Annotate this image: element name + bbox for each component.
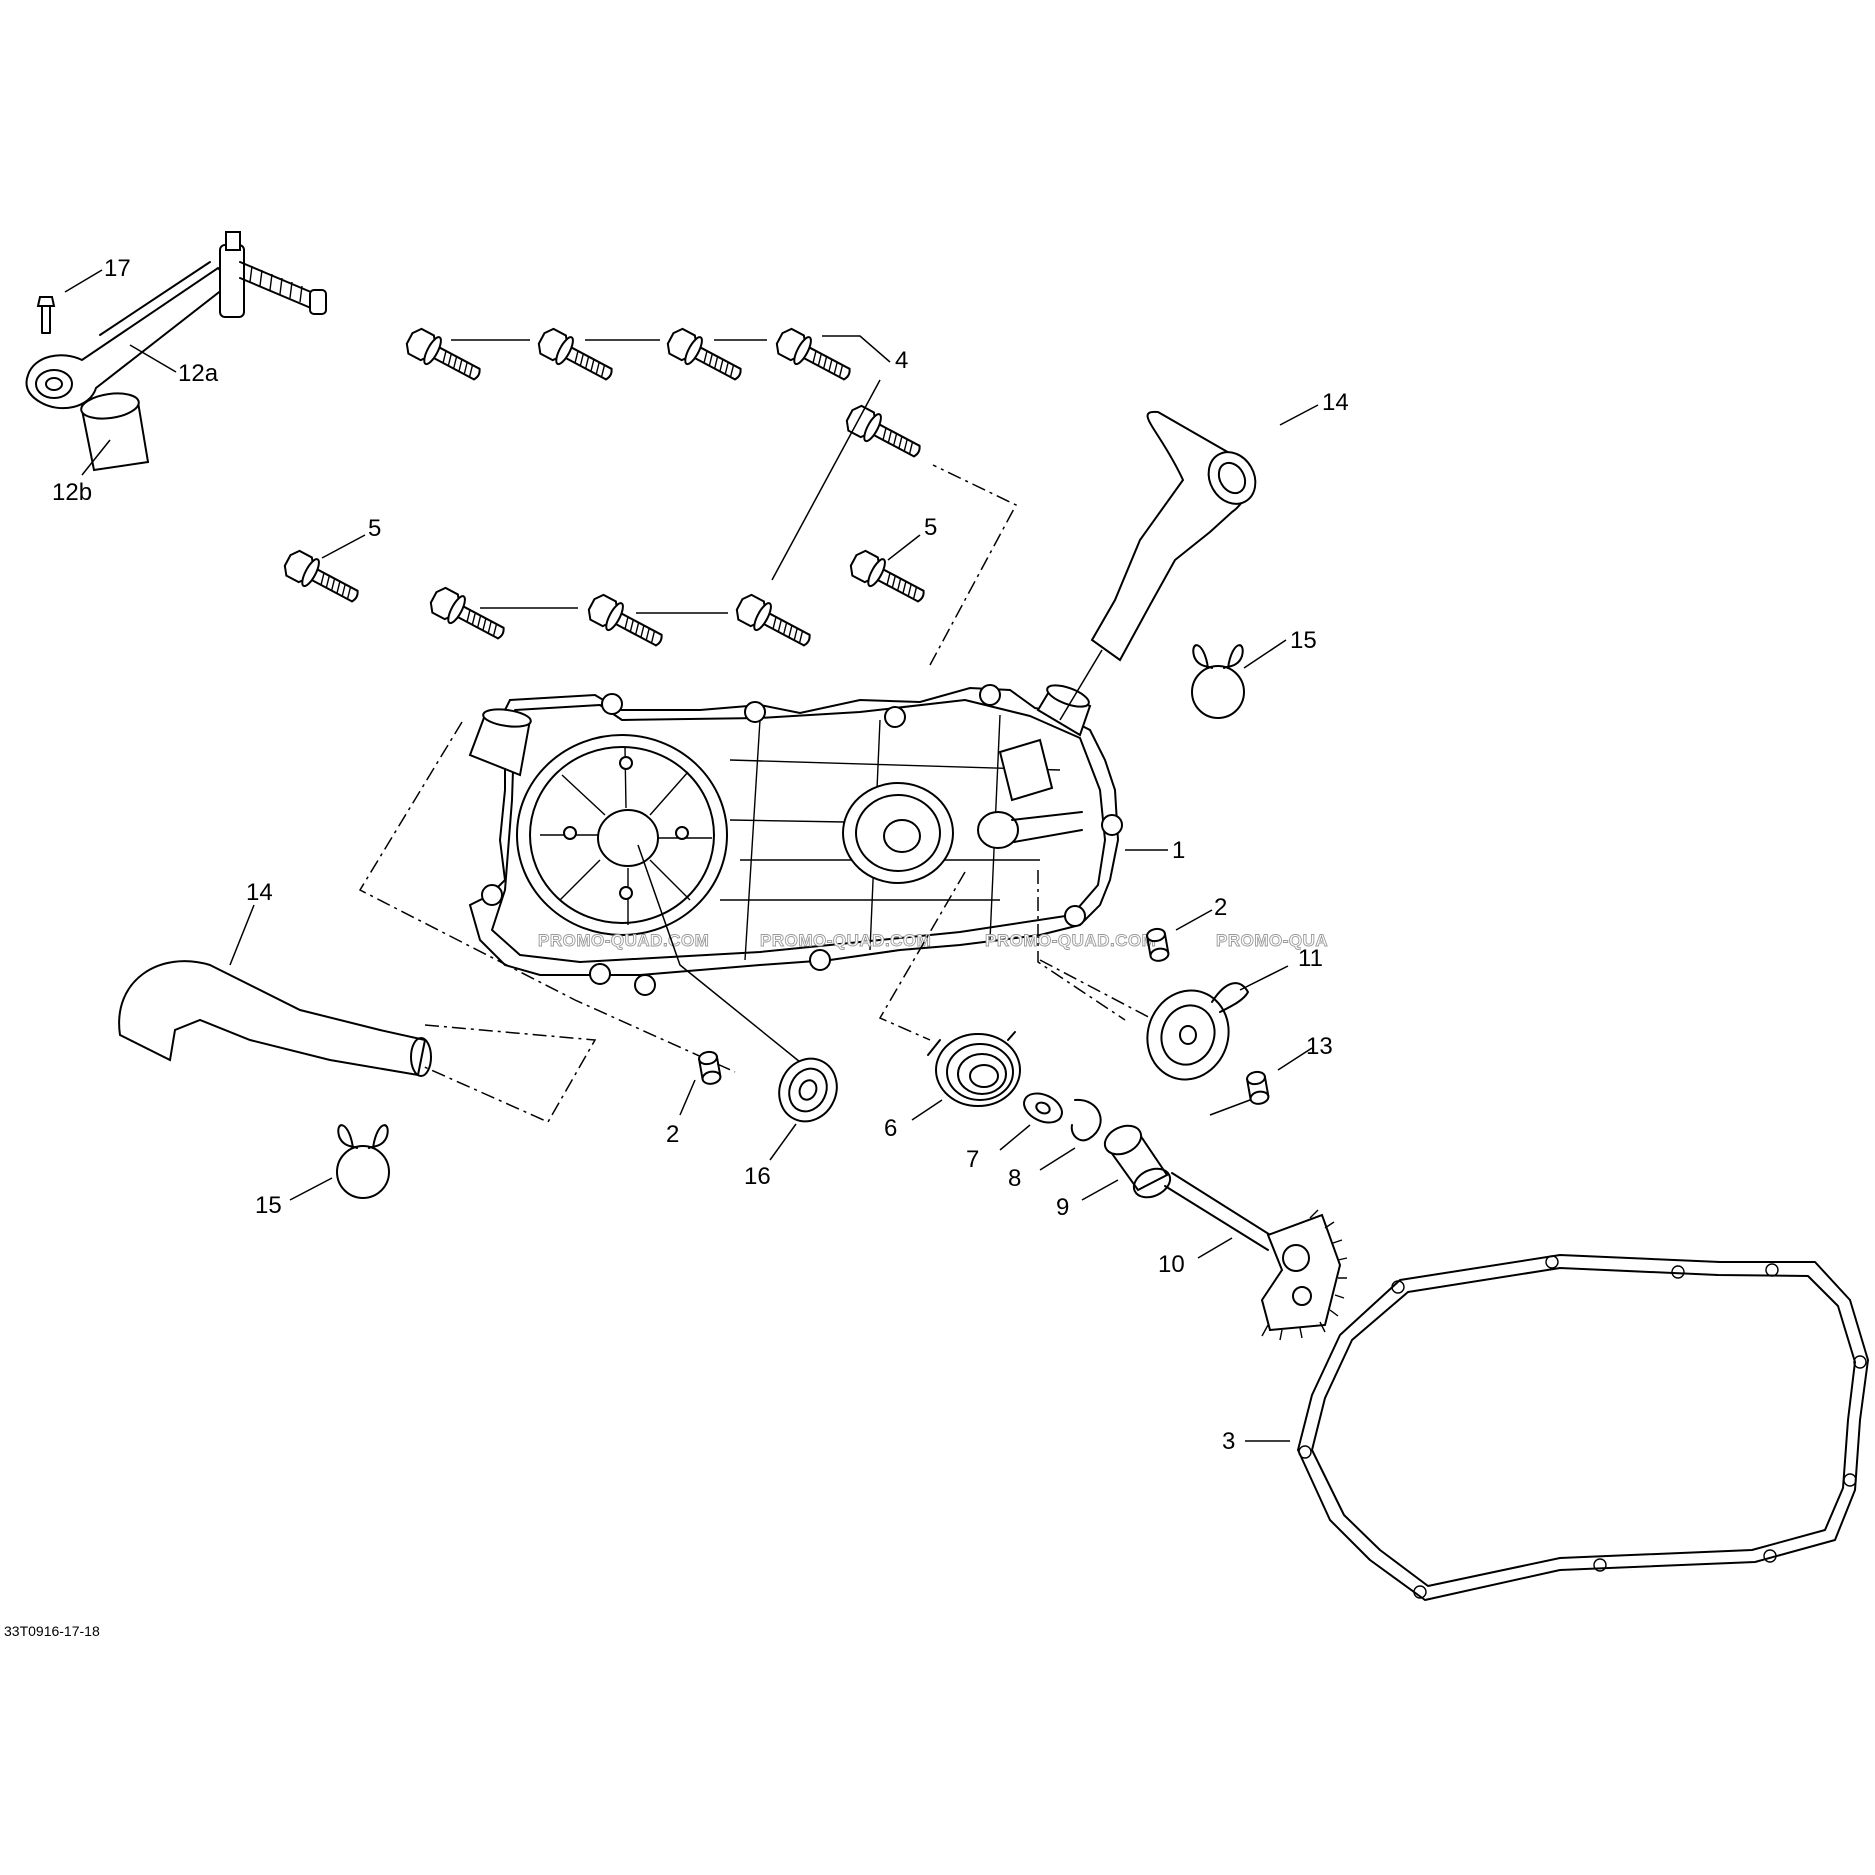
label-17: 17 xyxy=(104,255,131,282)
watermark-row: PROMO-QUAD.COM PROMO-QUAD.COM PROMO-QUAD… xyxy=(538,931,1329,951)
gasket-3 xyxy=(1297,1254,1869,1601)
watermark-text: PROMO-QUA xyxy=(1216,931,1328,950)
label-8: 8 xyxy=(1008,1165,1021,1192)
watermark-text: PROMO-QUAD.COM xyxy=(760,931,931,950)
circlip-8 xyxy=(1070,1098,1102,1142)
label-14: 14 xyxy=(1322,389,1349,416)
diagram-reference-code: 33T0916-17-18 xyxy=(4,1623,100,1639)
callout-labels: 17 12a 12b 4 5 5 14 15 1 2 11 13 14 2 16… xyxy=(52,255,1349,1455)
label-5: 5 xyxy=(924,514,937,541)
label-6: 6 xyxy=(884,1115,897,1142)
washer-7 xyxy=(1023,1092,1063,1124)
label-14: 14 xyxy=(246,879,273,906)
bushing-12b xyxy=(80,392,150,472)
label-3: 3 xyxy=(1222,1428,1235,1455)
bolt-17 xyxy=(36,296,56,334)
bushing-9 xyxy=(1103,1124,1172,1199)
kick-starter-shaft-10 xyxy=(1164,1172,1348,1341)
recoil-spring-6 xyxy=(927,1031,1021,1107)
label-15: 15 xyxy=(1290,627,1317,654)
label-12a: 12a xyxy=(178,360,219,387)
label-5: 5 xyxy=(368,515,381,542)
transmission-cover-1 xyxy=(468,684,1123,996)
bolt-4 xyxy=(401,324,927,656)
ratchet-11 xyxy=(1146,982,1249,1081)
hose-14-lower xyxy=(118,960,432,1077)
label-15: 15 xyxy=(255,1192,282,1219)
label-13: 13 xyxy=(1306,1033,1333,1060)
label-9: 9 xyxy=(1056,1194,1069,1221)
label-10: 10 xyxy=(1158,1251,1185,1278)
label-1: 1 xyxy=(1172,837,1185,864)
label-16: 16 xyxy=(744,1163,771,1190)
label-11: 11 xyxy=(1298,945,1323,972)
label-2: 2 xyxy=(666,1121,679,1148)
bearing-16 xyxy=(778,1057,838,1123)
label-2: 2 xyxy=(1214,894,1227,921)
watermark-text: PROMO-QUAD.COM xyxy=(985,931,1156,950)
watermark-text: PROMO-QUAD.COM xyxy=(538,931,709,950)
label-7: 7 xyxy=(966,1146,979,1173)
kick-lever-assembly xyxy=(25,231,327,410)
label-12b: 12b xyxy=(52,479,92,506)
label-4: 4 xyxy=(895,347,908,374)
hose-14-upper xyxy=(1059,410,1257,721)
